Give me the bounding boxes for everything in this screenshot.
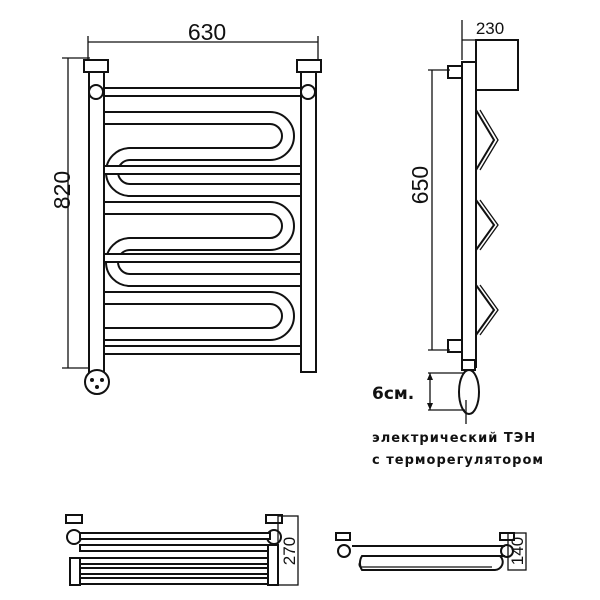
top-view-depth-140: 140 [508,537,527,565]
top-view-large: 270 [65,514,299,586]
side-post [461,61,477,368]
heater-offset-label: 6см. [372,384,414,404]
side-view: 230 650 6см. электрический ТЭН с терморе… [372,19,544,468]
width-label: 630 [188,19,226,45]
heater-element [458,369,480,415]
heater-caption-line2: с терморегулятором [372,453,544,468]
top-bar [103,87,302,97]
right-post [300,61,317,373]
heater-caption-line1: электрический ТЭН [372,431,536,446]
left-post [88,61,105,373]
depth-label: 230 [476,19,504,38]
axis-distance-label: 650 [407,166,433,204]
front-view: 630 820 [49,19,322,395]
wall-bracket [475,39,519,91]
thermostat-knob-icon [84,369,110,395]
serpentine-coils [104,111,301,341]
height-label: 820 [49,171,75,209]
top-view-depth-270: 270 [280,537,299,565]
top-view-small: 140 [335,532,527,571]
